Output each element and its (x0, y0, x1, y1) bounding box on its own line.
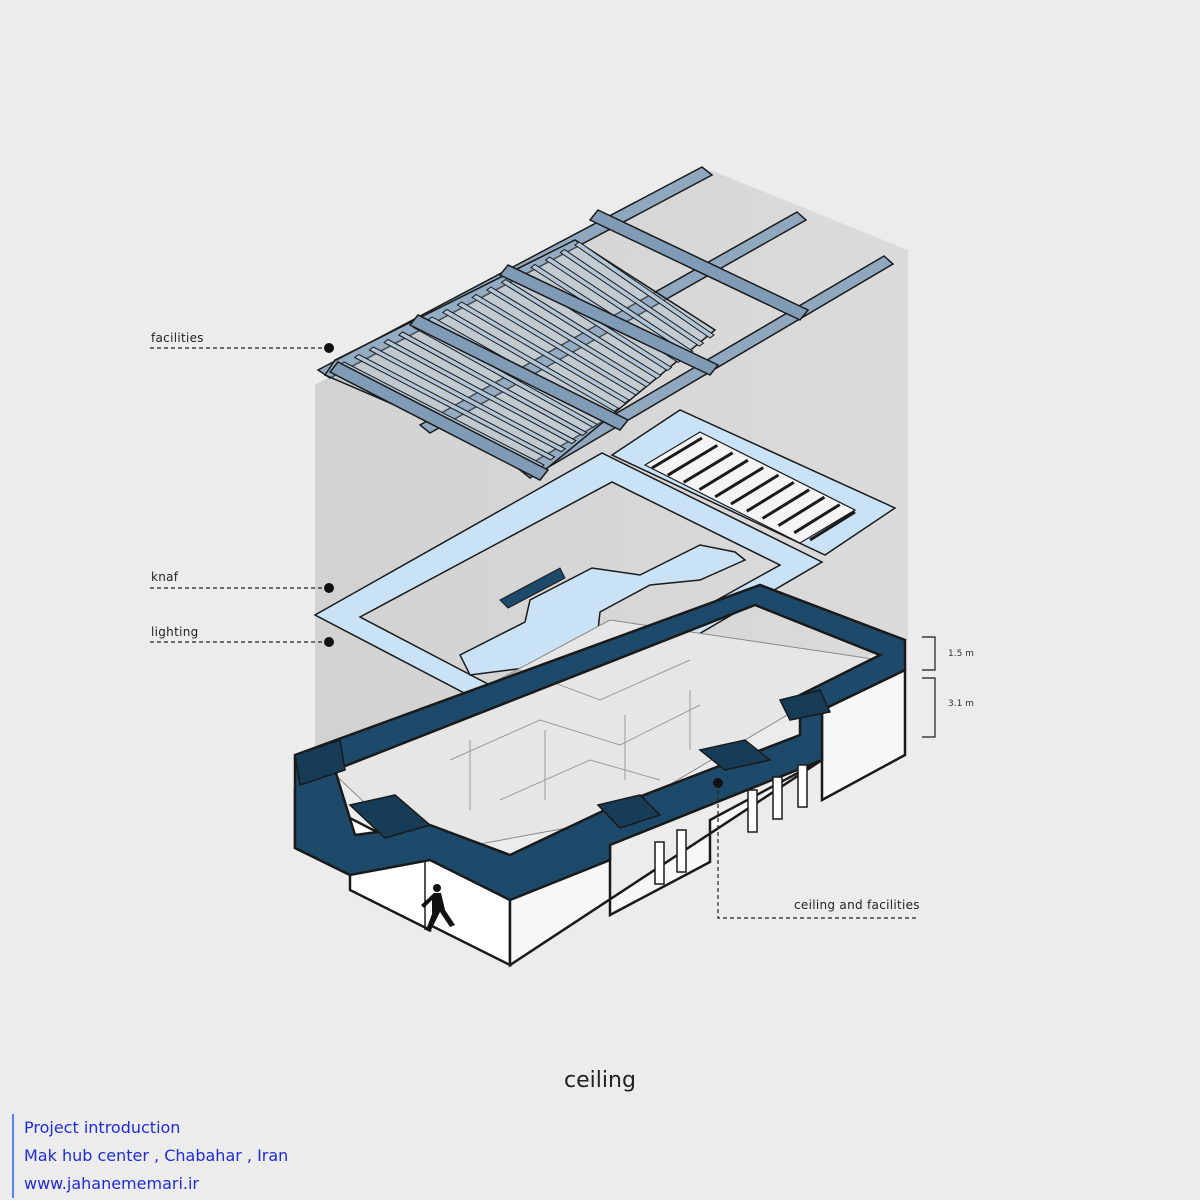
grille-bar (730, 473, 780, 506)
grille-bar (746, 481, 795, 513)
callout-dot-lighting (324, 637, 334, 647)
label-knaf: knaf (151, 570, 179, 584)
facilities-slat (500, 278, 662, 380)
facilities-slat (397, 331, 588, 437)
facilities-slat (456, 301, 630, 404)
callout-dot-facilities (324, 343, 334, 353)
callout-dot-ceiling (713, 778, 723, 788)
person-silhouette (421, 884, 455, 932)
grille-bar (698, 458, 749, 491)
facilities-slat (471, 293, 641, 396)
dimension-brackets (922, 636, 936, 738)
credit-line-1: Project introduction (24, 1118, 181, 1137)
dimension-upper: 1.5 m (948, 649, 974, 659)
grille-bar (714, 466, 764, 499)
credit-line-3[interactable]: www.jahanememari.ir (24, 1174, 200, 1193)
facilities-slat (353, 353, 556, 461)
grille-bar (777, 495, 826, 527)
dimension-lower: 3.1 m (948, 699, 974, 709)
grille-bar (809, 510, 856, 542)
facilities-slat (441, 308, 620, 412)
callout-dot-knaf (324, 583, 334, 593)
grille-bar (761, 488, 810, 520)
diagram-caption: ceiling (564, 1068, 636, 1093)
label-facilities: facilities (151, 331, 204, 345)
grille-bar (651, 436, 703, 470)
facilities-slat (368, 346, 567, 453)
facilities-slat (544, 256, 694, 355)
facilities-slat (574, 241, 715, 339)
facilities-slat (383, 338, 577, 445)
callout-lines (150, 347, 918, 919)
credits-block: Project introduction Mak hub center , Ch… (12, 1114, 288, 1198)
credit-line-2: Mak hub center , Chabahar , Iran (24, 1146, 289, 1165)
cross-beam-3 (498, 264, 720, 376)
cross-beam-4 (588, 209, 810, 321)
facilities-slat (559, 248, 705, 347)
grille-bar (793, 503, 841, 535)
knaf-panel-back (610, 409, 897, 556)
cross-beam-2 (408, 314, 630, 431)
grille-bar (682, 451, 734, 484)
callout-dots (324, 343, 723, 788)
facilities-layer (316, 166, 895, 481)
label-lighting: lighting (151, 625, 199, 639)
label-ceiling-and-facilities: ceiling and facilities (794, 898, 920, 912)
cross-beam-1 (328, 361, 550, 481)
facilities-slat (485, 286, 652, 388)
building-base (293, 583, 907, 968)
grille-bar (667, 444, 719, 477)
